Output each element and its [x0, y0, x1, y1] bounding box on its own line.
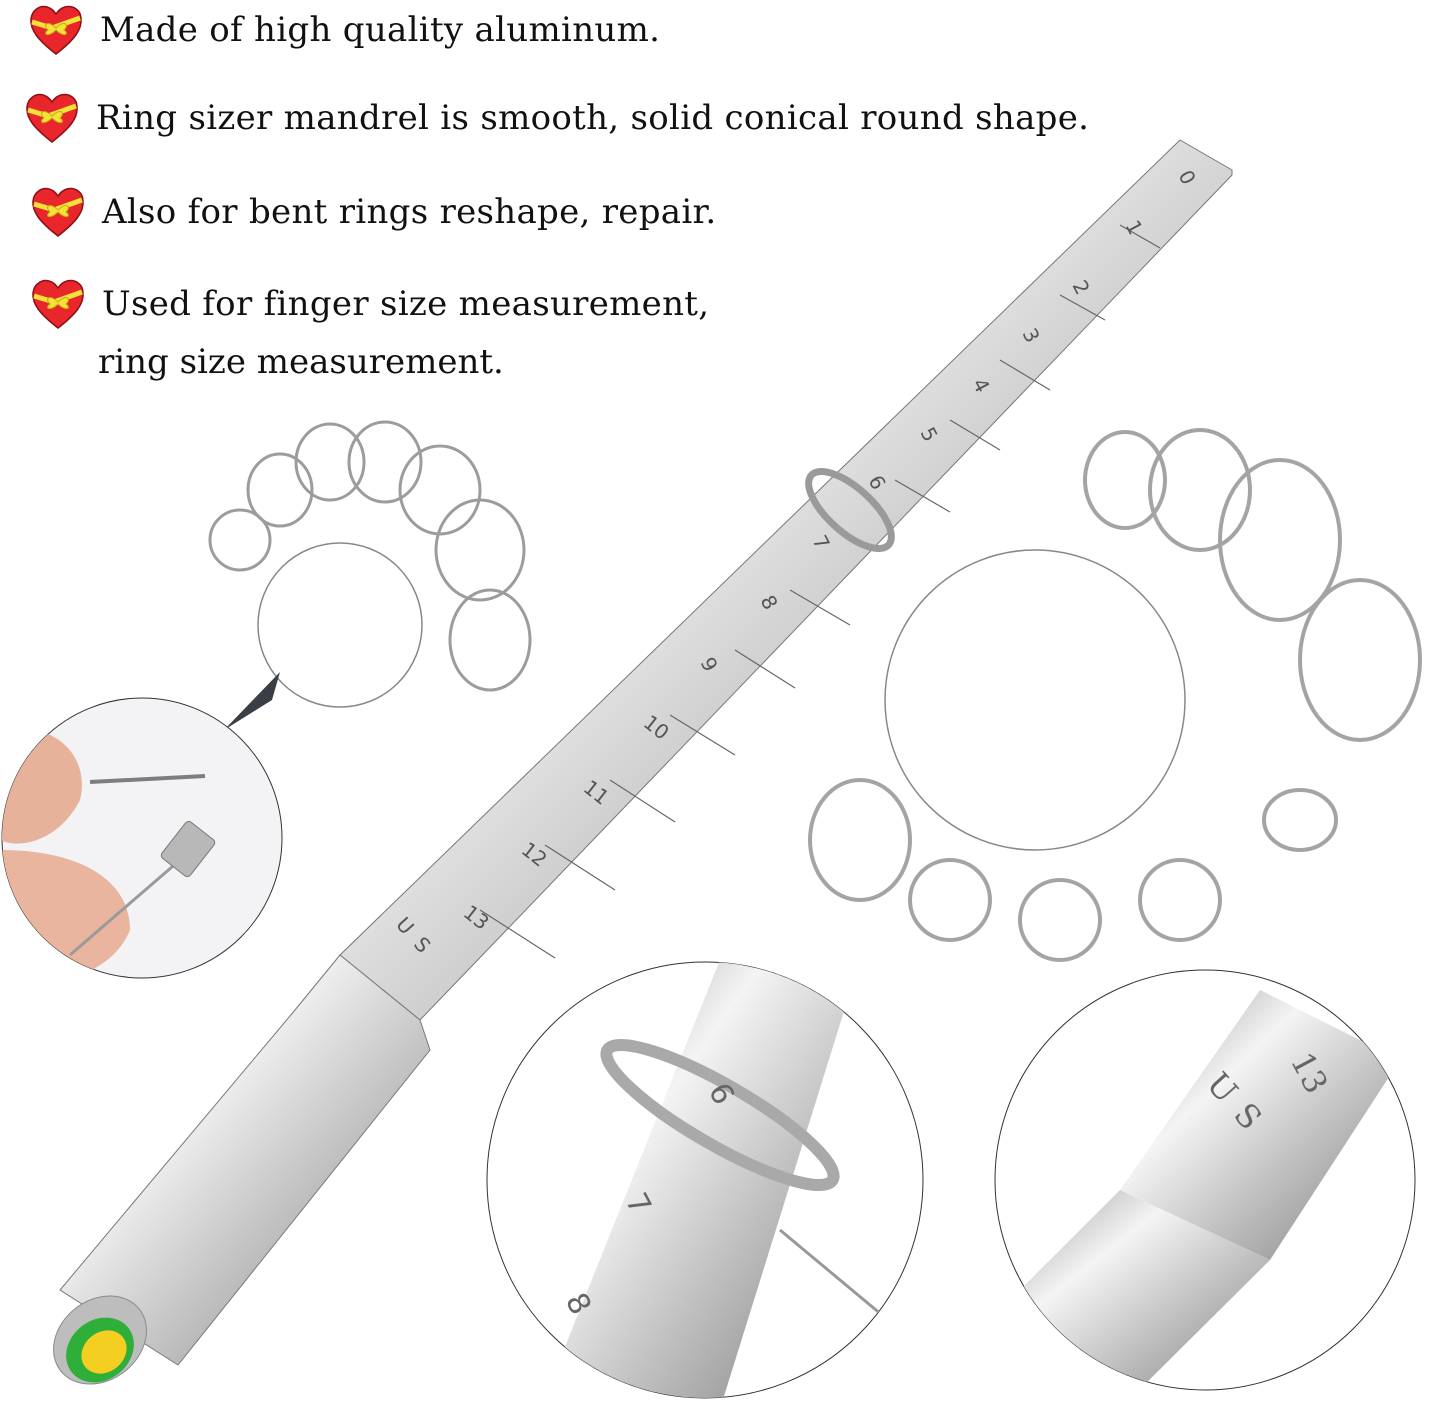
feature-text-continuation: ring size measurement. — [98, 342, 504, 382]
ring-sizer-set-large — [808, 428, 1422, 962]
inset-cable-closeup — [1, 697, 283, 979]
callout-pointer — [224, 672, 280, 730]
feature-text: Made of high quality aluminum. — [100, 10, 661, 50]
feature-item: Also for bent rings reshape, repair. — [30, 186, 716, 238]
gift-heart-icon — [32, 187, 84, 237]
feature-text: Also for bent rings reshape, repair. — [102, 192, 717, 232]
feature-text: Ring sizer mandrel is smooth, solid coni… — [96, 98, 1090, 138]
inset-handle-step: 13 US — [994, 969, 1416, 1391]
feature-item: Ring sizer mandrel is smooth, solid coni… — [24, 92, 1089, 144]
feature-item: Used for finger size measurement, — [30, 278, 709, 330]
ring-sizer-set-small — [208, 420, 532, 708]
gift-heart-icon — [26, 93, 78, 143]
ring-mandrel: 0 1 2 3 4 5 6 7 8 9 10 11 12 13 US — [53, 139, 1233, 1385]
feature-item: Made of high quality aluminum. — [28, 4, 660, 56]
gift-heart-icon — [30, 5, 82, 55]
gift-heart-icon — [32, 279, 84, 329]
feature-text: Used for finger size measurement, — [102, 284, 710, 324]
inset-ring-on-mandrel: 6 7 8 — [486, 961, 924, 1399]
